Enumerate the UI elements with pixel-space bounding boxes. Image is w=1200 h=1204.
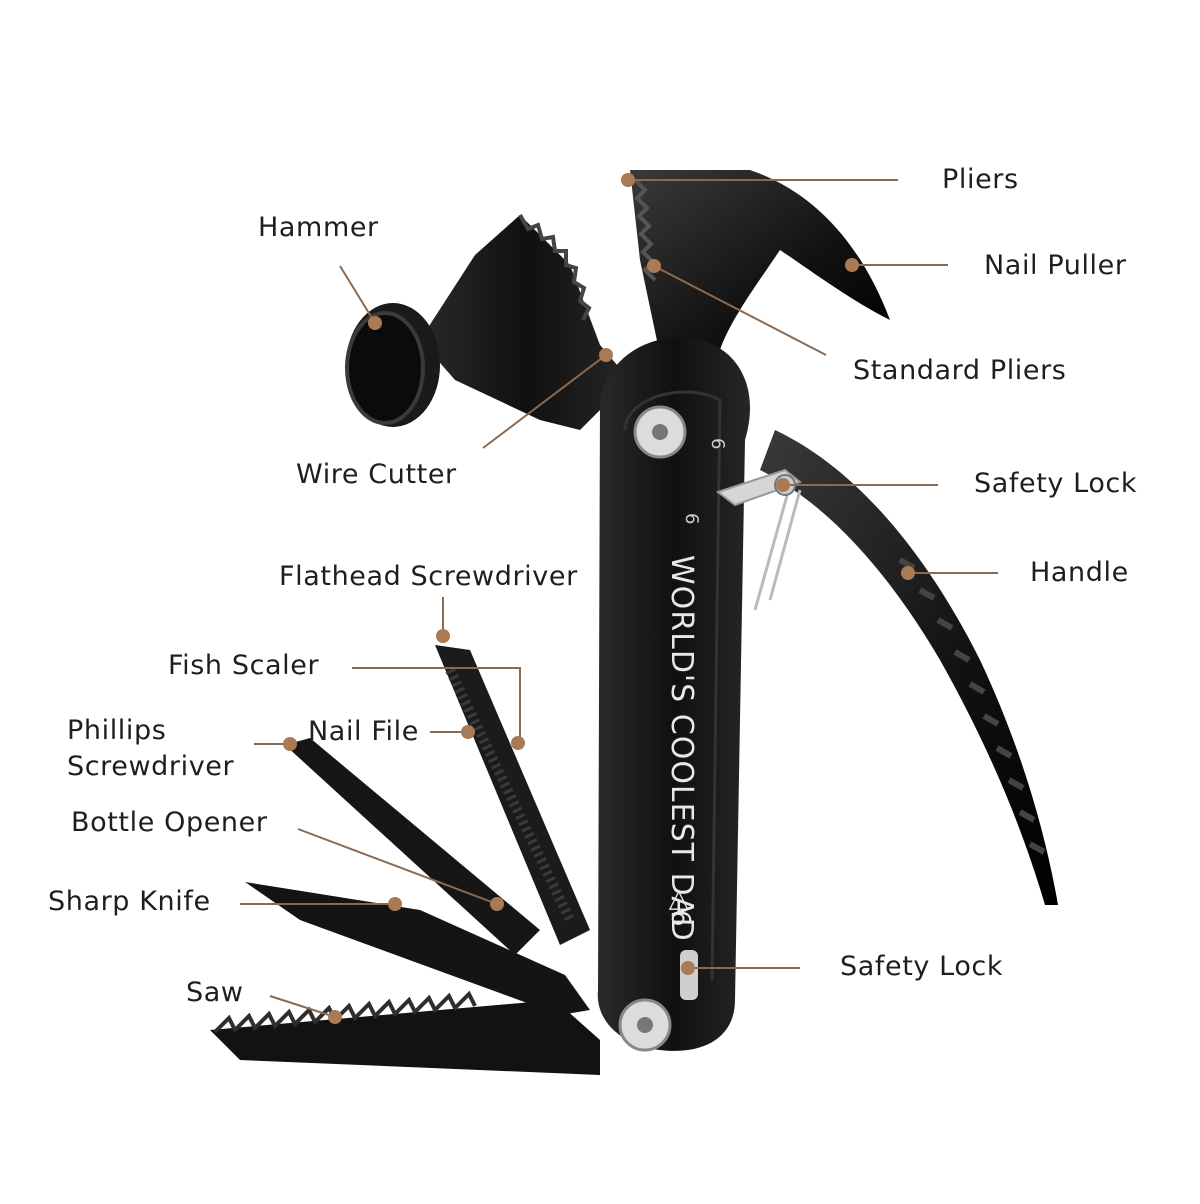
- saw-teeth: [213, 990, 477, 1034]
- dot-flathead: [436, 629, 450, 643]
- file-texture: [445, 667, 575, 923]
- label-bottle-opener: Bottle Opener: [71, 807, 268, 838]
- top-bolt-center: [652, 424, 668, 440]
- label-nail-file: Nail File: [308, 716, 419, 747]
- label-sharp-knife: Sharp Knife: [48, 886, 211, 917]
- callout-dots: [283, 173, 915, 1024]
- leader-fish-scaler: [352, 667, 521, 740]
- dot-phillips: [283, 737, 297, 751]
- knife-blade: [245, 882, 590, 1015]
- leader-bottle-opener: [297, 828, 498, 905]
- leader-saw: [269, 995, 336, 1018]
- label-phillips-screwdriver: Phillips Screwdriver: [67, 715, 235, 782]
- hammer-head: [345, 214, 630, 430]
- leader-standard-pliers: [653, 265, 827, 356]
- safety-slider-icon: [680, 950, 698, 1000]
- dot-nail-puller: [845, 258, 859, 272]
- handle-arm-grip: [898, 557, 1046, 855]
- dot-wire-cutter: [599, 348, 613, 362]
- dot-standard-pliers: [647, 259, 661, 273]
- dot-handle: [901, 566, 915, 580]
- label-wire-cutter: Wire Cutter: [296, 459, 457, 490]
- dot-pliers: [621, 173, 635, 187]
- dot-saw: [328, 1010, 342, 1024]
- dot-hammer: [368, 316, 382, 330]
- label-handle: Handle: [1030, 557, 1129, 588]
- label-saw: Saw: [186, 977, 244, 1008]
- engraving-logo: ◁6: [665, 890, 695, 927]
- dot-bottle-opener: [490, 897, 504, 911]
- handle-mark-1: 6: [707, 438, 728, 449]
- handle-mark-2: 6: [681, 513, 702, 524]
- label-pliers: Pliers: [942, 164, 1019, 195]
- label-safety-lock-top: Safety Lock: [974, 468, 1138, 499]
- label-safety-lock-bottom: Safety Lock: [840, 951, 1004, 982]
- dot-safety-lock-bottom: [681, 961, 695, 975]
- bottom-bolt-center: [637, 1017, 653, 1033]
- label-fish-scaler: Fish Scaler: [168, 650, 320, 681]
- dot-fish-scaler: [511, 736, 525, 750]
- dot-nail-file: [461, 725, 475, 739]
- dot-safety-lock-top: [776, 478, 790, 492]
- dot-sharp-knife: [388, 897, 402, 911]
- leader-lines: [240, 179, 998, 1018]
- label-nail-puller: Nail Puller: [984, 250, 1127, 281]
- label-standard-pliers: Standard Pliers: [853, 355, 1067, 386]
- label-flathead-screwdriver: Flathead Screwdriver: [279, 561, 578, 592]
- leader-wire-cutter: [482, 354, 607, 449]
- label-hammer: Hammer: [258, 212, 379, 243]
- saw-blade: [210, 1000, 600, 1075]
- engraving-text: WORLD'S COOLEST DAD: [664, 555, 699, 942]
- safety-lock-wire: [753, 484, 802, 611]
- tool-body: [597, 337, 750, 1051]
- phillips-blade: [285, 738, 540, 955]
- leader-hammer: [339, 265, 376, 324]
